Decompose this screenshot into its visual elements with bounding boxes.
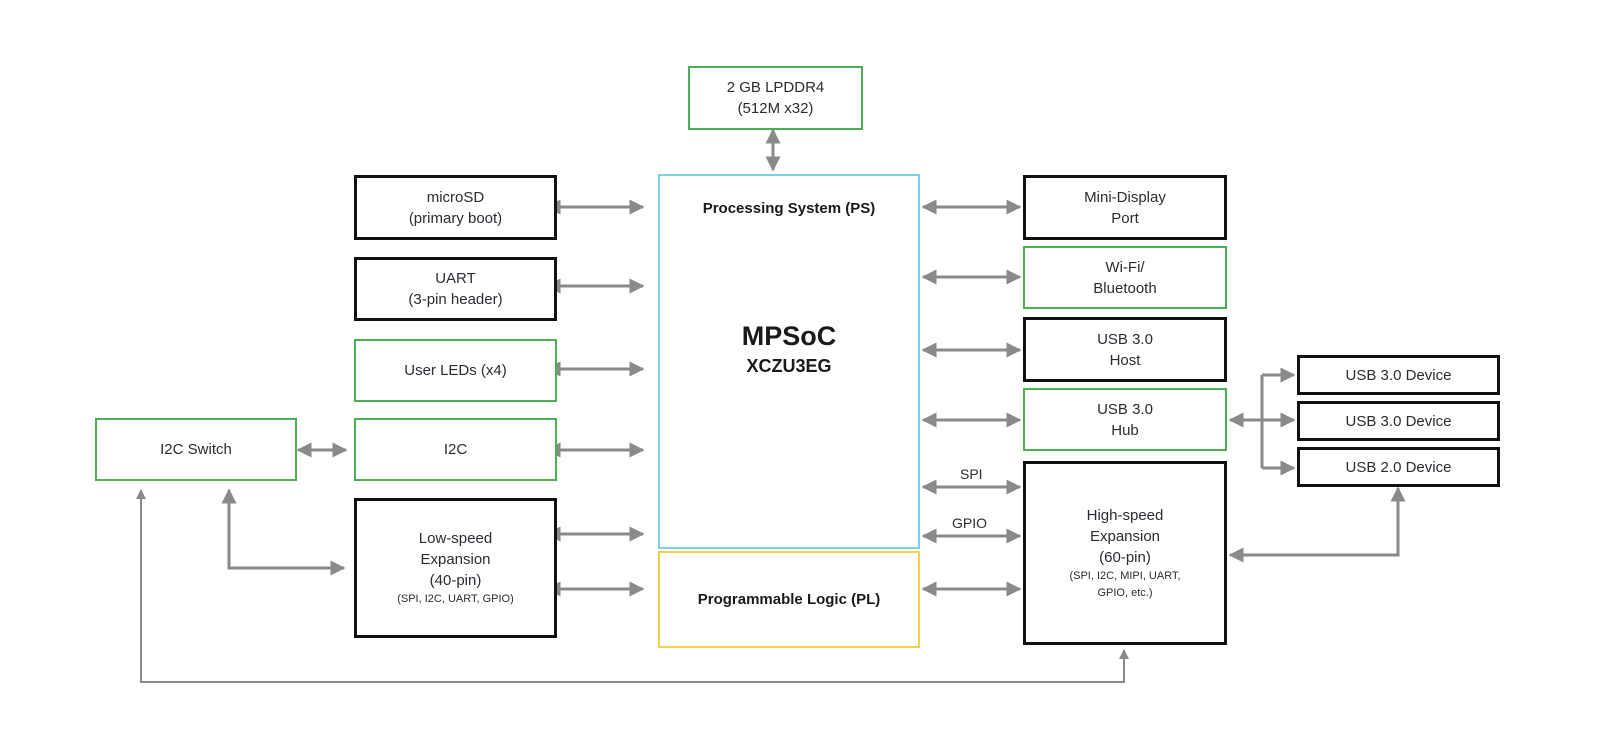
i2c-switch-label: I2C Switch	[160, 441, 232, 458]
dev2-label: USB 3.0 Device	[1345, 412, 1452, 430]
gpio-link-label: GPIO	[952, 515, 988, 531]
microsd-block: microSD (primary boot)	[354, 175, 557, 240]
highspeed-label-2: Expansion	[1089, 527, 1161, 545]
mini-displayport-block: Mini-Display Port	[1023, 175, 1227, 240]
memory-block: 2 GB LPDDR4 (512M x32)	[688, 66, 863, 130]
uart-block: UART (3-pin header)	[354, 257, 557, 321]
usb3-device-1-block: USB 3.0 Device	[1297, 355, 1500, 395]
i2c-label: I2C	[443, 441, 468, 458]
user-leds-label: User LEDs (x4)	[404, 362, 507, 379]
usbhost-label: USB 3.0	[1097, 330, 1153, 348]
i2c-switch-block: I2C Switch	[95, 418, 297, 481]
lowspeed-pins: (40-pin)	[429, 572, 482, 589]
usbhub-label: USB 3.0	[1097, 400, 1153, 418]
lowspeed-interfaces: (SPI, I2C, UART, GPIO)	[397, 593, 514, 605]
usb-hub-block: USB 3.0 Hub	[1023, 388, 1227, 451]
highspeed-interfaces-2: GPIO, etc.)	[1097, 586, 1153, 599]
lowspeed-label-2: Expansion	[420, 551, 491, 568]
user-leds-block: User LEDs (x4)	[354, 339, 557, 402]
high-speed-expansion-block: High-speed Expansion (60-pin) (SPI, I2C,…	[1023, 461, 1227, 645]
usbhost-sublabel: Host	[1109, 351, 1141, 369]
highspeed-label: High-speed	[1086, 506, 1164, 524]
i2cswitch-highspeed-link	[136, 489, 1129, 683]
uart-sublabel: (3-pin header)	[408, 291, 503, 308]
spi-link-label: SPI	[960, 466, 983, 482]
dev3-label: USB 2.0 Device	[1345, 458, 1452, 476]
microsd-sublabel: (primary boot)	[408, 209, 503, 227]
mpsoc-name: MPSoC	[741, 321, 837, 351]
microsd-label: microSD	[426, 188, 485, 206]
uart-label: UART	[435, 270, 476, 287]
usb-host-block: USB 3.0 Host	[1023, 317, 1227, 382]
memory-sublabel: (512M x32)	[737, 100, 814, 117]
ps-title: Processing System (PS)	[702, 200, 876, 217]
minidp-sublabel: Port	[1111, 209, 1139, 227]
pl-title: Programmable Logic (PL)	[697, 591, 881, 608]
processing-system-block: Processing System (PS) MPSoC XCZU3EG	[658, 174, 920, 549]
minidp-label: Mini-Display	[1084, 188, 1166, 206]
highspeed-interfaces: (SPI, I2C, MIPI, UART,	[1069, 569, 1181, 582]
i2cswitch-lowspeed-link	[221, 488, 346, 576]
lowspeed-label: Low-speed	[418, 530, 493, 547]
i2c-block: I2C	[354, 418, 557, 481]
low-speed-expansion-block: Low-speed Expansion (40-pin) (SPI, I2C, …	[354, 498, 557, 638]
programmable-logic-block: Programmable Logic (PL)	[658, 551, 920, 648]
wifi-bluetooth-block: Wi-Fi/ Bluetooth	[1023, 246, 1227, 309]
usb3-device-2-block: USB 3.0 Device	[1297, 401, 1500, 441]
usb2-device-block: USB 2.0 Device	[1297, 447, 1500, 487]
highspeed-dev3-link	[1228, 486, 1406, 563]
highspeed-pins: (60-pin)	[1099, 548, 1151, 566]
usbhub-sublabel: Hub	[1111, 421, 1139, 439]
wifi-label: Wi-Fi/	[1105, 258, 1145, 276]
wifi-sublabel: Bluetooth	[1093, 279, 1157, 297]
memory-label: 2 GB LPDDR4	[726, 79, 825, 96]
dev1-label: USB 3.0 Device	[1345, 366, 1452, 384]
mpsoc-part: XCZU3EG	[746, 356, 832, 376]
